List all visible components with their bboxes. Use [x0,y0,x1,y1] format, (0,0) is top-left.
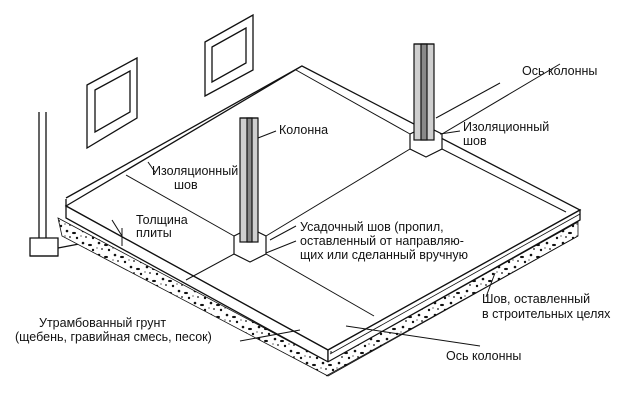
label-isolation-joint-left-line1: Изоляционный [152,164,238,178]
slab [57,65,582,377]
label-construction-joint-line2: в строительных целях [482,307,611,321]
label-construction-joint-line1: Шов, оставленный [482,292,590,306]
window-right [204,13,254,98]
label-isolation-joint-right-line1: Изоляционный [463,120,549,134]
label-shrinkage-joint-line2: оставленный от направляю- [300,234,464,248]
label-column: Колонна [279,123,328,137]
label-column-axis-top: Ось колонны [522,64,597,78]
column-left [233,117,267,263]
label-isolation-joint-right-line2: шов [463,134,487,148]
column-right [409,43,443,158]
label-shrinkage-joint-line1: Усадочный шов (пропил, [300,220,444,234]
building-wall [29,13,303,257]
label-isolation-joint-left-line2: шов [174,178,198,192]
label-slab-thickness-line2: плиты [136,226,172,240]
label-compacted-soil-line1: Утрамбованный грунт [39,316,166,330]
window-left [86,56,138,150]
label-shrinkage-joint-line3: щих или сделанный вручную [300,248,468,262]
label-column-axis-bottom: Ось колонны [446,349,521,363]
joint-lines [125,63,567,353]
leader-lines [111,82,501,347]
annotations: Ось колонны Колонна Изоляционный шов Изо… [15,64,611,363]
label-slab-thickness-line1: Толщина [136,213,188,227]
label-compacted-soil-line2: (щебень, гравийная смесь, песок) [15,330,212,344]
